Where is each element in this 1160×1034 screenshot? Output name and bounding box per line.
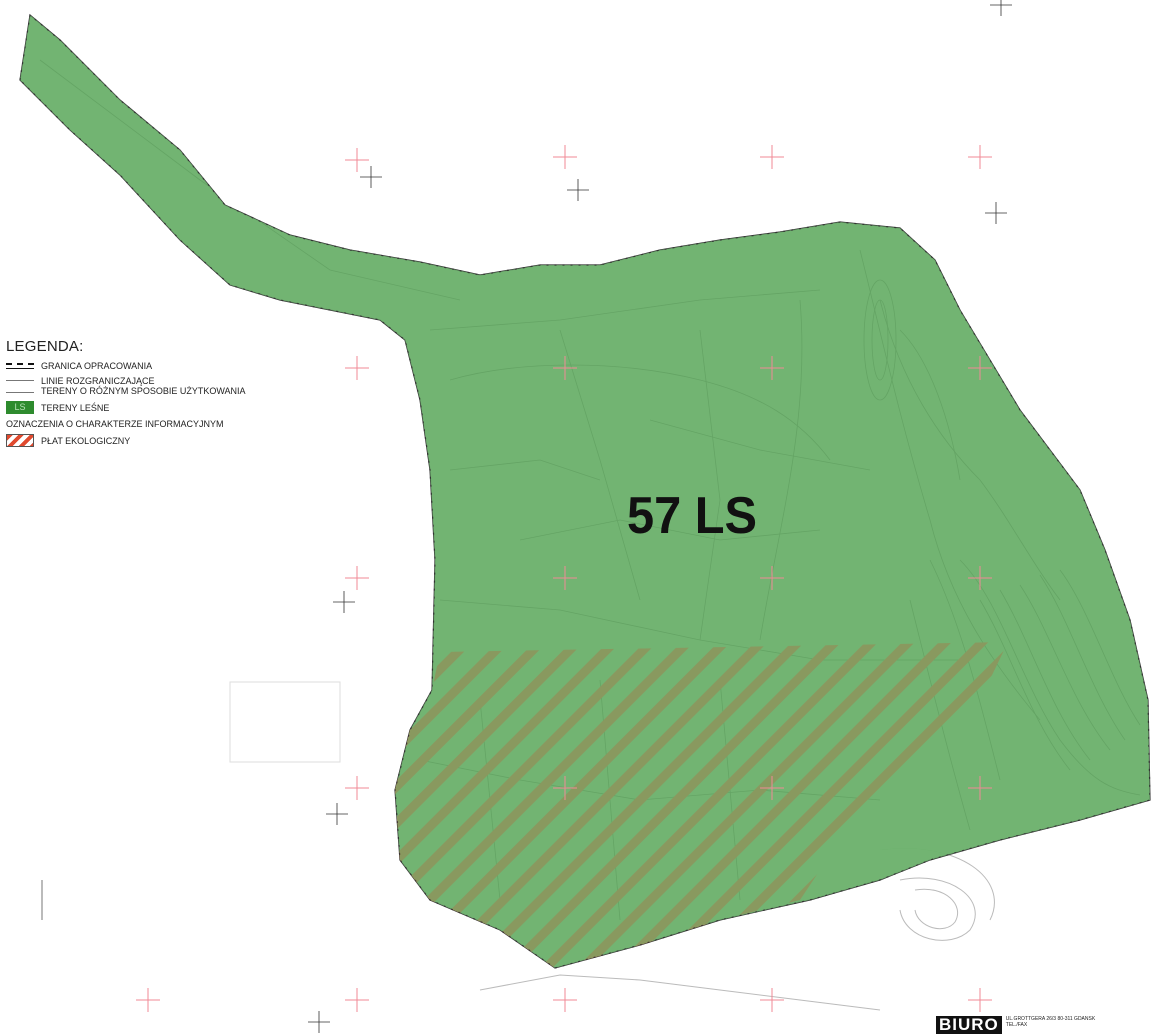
legend-item-dividing-lines: LINIE ROZGRANICZAJĄCE TERENY O RÓŻNYM SP…	[6, 376, 306, 396]
red-hatch-icon	[6, 434, 34, 447]
forest-swatch-icon: LS	[6, 401, 34, 414]
zone-label: 57 LS	[627, 487, 757, 545]
legend-title: LEGENDA:	[6, 338, 84, 355]
legend-item-label: TERENY LEŚNE	[41, 402, 110, 413]
double-line-icon	[6, 379, 34, 393]
address: UL.GROTTGERA 26/3 80-311 GDAŃSK TEL./FAX	[1006, 1016, 1095, 1028]
legend-item-boundary: GRANICA OPRACOWANIA	[6, 361, 306, 371]
legend: LEGENDA: GRANICA OPRACOWANIA LINIE ROZGR…	[6, 338, 306, 452]
logo: BIURO	[936, 1016, 1002, 1034]
black-crosses	[308, 0, 1012, 1033]
legend-item-label: GRANICA OPRACOWANIA	[41, 361, 153, 371]
title-block: BIURO UL.GROTTGERA 26/3 80-311 GDAŃSK TE…	[936, 1016, 1160, 1034]
address-line2: TEL./FAX	[1005, 1022, 1028, 1028]
dashed-line-icon	[6, 363, 34, 369]
grid-crosses	[136, 145, 992, 1012]
legend-item-forest: LS TERENY LEŚNE	[6, 401, 306, 414]
address-line1: UL.GROTTGERA 26/3 80-311 GDAŃSK	[1005, 1016, 1096, 1022]
legend-item-label-line2: TERENY O RÓŻNYM SPOSOBIE UŻYTKOWANIA	[41, 386, 246, 396]
legend-info-heading: OZNACZENIA O CHARAKTERZE INFORMACYJNYM	[6, 419, 224, 429]
legend-item-label-line1: LINIE ROZGRANICZAJĄCE	[41, 376, 155, 386]
legend-item-ecological-patch: PŁAT EKOLOGICZNY	[6, 434, 306, 447]
legend-item-label: PŁAT EKOLOGICZNY	[41, 435, 131, 446]
